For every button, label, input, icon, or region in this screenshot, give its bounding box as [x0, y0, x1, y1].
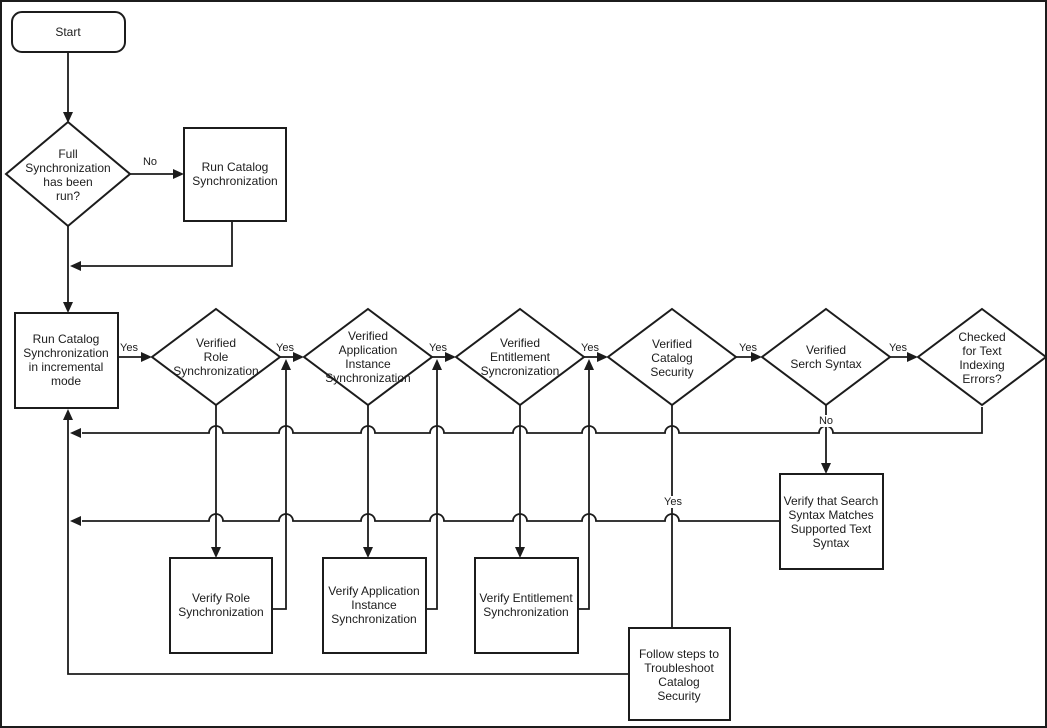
- edges: [67, 52, 983, 675]
- full-sync-decision-label: Full Synchronization has been run?: [25, 147, 111, 203]
- arrowhead-down-icon: [821, 463, 831, 474]
- arrowhead-down-icon: [363, 547, 373, 558]
- edge-verify-app-instance-return: [426, 367, 438, 610]
- verified-search-syntax-shape: [760, 307, 892, 407]
- verified-entitlement-label: Verified Entitlement Syncronization: [480, 336, 560, 378]
- arrowhead-right-icon: [141, 352, 152, 362]
- edge-text-indexing-loopback: [82, 407, 983, 434]
- edge-label-yes-incremental: Yes: [120, 342, 138, 354]
- verified-role-label: Verified Role Synchronization: [173, 336, 259, 378]
- follow-steps-shape: [628, 627, 731, 721]
- run-incremental-label: Run Catalog Synchronization in increment…: [23, 332, 109, 388]
- arrowhead-left-icon: [70, 516, 81, 526]
- arrowhead-down-icon: [63, 302, 73, 313]
- edge-label-yes-role: Yes: [276, 342, 294, 354]
- arrowhead-right-icon: [751, 352, 762, 362]
- arrowhead-down-icon: [515, 547, 525, 558]
- arrowhead-up-icon: [584, 359, 594, 370]
- node-shapes: [4, 11, 1045, 721]
- checked-text-indexing-shape: [916, 307, 1045, 407]
- arrowhead-up-icon: [281, 359, 291, 370]
- verified-catalog-security-shape: [606, 307, 738, 407]
- arrowhead-right-icon: [907, 352, 918, 362]
- verify-entitlement-shape: [474, 557, 579, 654]
- verify-app-instance-shape: [322, 557, 427, 654]
- edge-label-no-search-syntax: No: [816, 415, 836, 427]
- verify-role-label: Verify Role Synchronization: [178, 591, 264, 619]
- edge-verify-role-return: [272, 367, 287, 610]
- verify-entitlement-label: Verify Entitlement Synchronization: [479, 591, 573, 619]
- arrowhead-up-icon: [63, 409, 73, 420]
- verified-search-syntax-label: Verified Serch Syntax: [790, 343, 862, 371]
- edge-run-sync-return: [81, 221, 233, 267]
- verify-role-shape: [169, 557, 273, 654]
- start-node-shape: [11, 11, 126, 53]
- arrowhead-down-icon: [211, 547, 221, 558]
- arrowhead-right-icon: [597, 352, 608, 362]
- edge-label-yes-catalog-security: Yes: [739, 342, 757, 354]
- verify-search-syntax-label: Verify that Search Syntax Matches Suppor…: [783, 494, 879, 550]
- arrowhead-right-icon: [173, 169, 184, 179]
- verified-app-instance-shape: [302, 307, 434, 407]
- edge-label-yes-catalog-security-down: Yes: [662, 496, 684, 508]
- edge-verify-entitlement-return: [578, 367, 590, 610]
- verified-entitlement-shape: [454, 307, 586, 407]
- verified-app-instance-label: Verified Application Instance Synchroniz…: [325, 329, 411, 385]
- run-catalog-sync-shape: [183, 127, 287, 222]
- arrowhead-down-icon: [63, 112, 73, 123]
- edge-label-no-full-sync: No: [142, 156, 158, 168]
- full-sync-decision-shape: [4, 120, 132, 228]
- edge-label-yes-app-instance: Yes: [429, 342, 447, 354]
- arrowhead-up-icon: [432, 359, 442, 370]
- verify-app-instance-label: Verify Application Instance Synchronizat…: [328, 584, 420, 626]
- verified-role-shape: [150, 307, 282, 407]
- start-node-label: Start: [55, 25, 81, 39]
- checked-text-indexing-label: Checked for Text Indexing Errors?: [958, 330, 1006, 386]
- edge-label-yes-entitlement: Yes: [581, 342, 599, 354]
- edge-label-yes-search-syntax: Yes: [889, 342, 907, 354]
- arrowheads: [63, 112, 918, 558]
- arrowhead-right-icon: [445, 352, 456, 362]
- arrowhead-left-icon: [70, 261, 81, 271]
- follow-steps-label: Follow steps to Troubleshoot Catalog Sec…: [638, 647, 720, 703]
- verify-search-syntax-shape: [779, 473, 884, 570]
- run-incremental-shape: [14, 312, 119, 409]
- verified-catalog-security-label: Verified Catalog Security: [650, 337, 694, 379]
- edge-follow-steps-return: [67, 417, 629, 675]
- run-catalog-sync-label: Run Catalog Synchronization: [192, 160, 278, 188]
- arrowhead-right-icon: [293, 352, 304, 362]
- edge-verify-search-syntax-loopback: [82, 513, 780, 522]
- arrowhead-left-icon: [70, 428, 81, 438]
